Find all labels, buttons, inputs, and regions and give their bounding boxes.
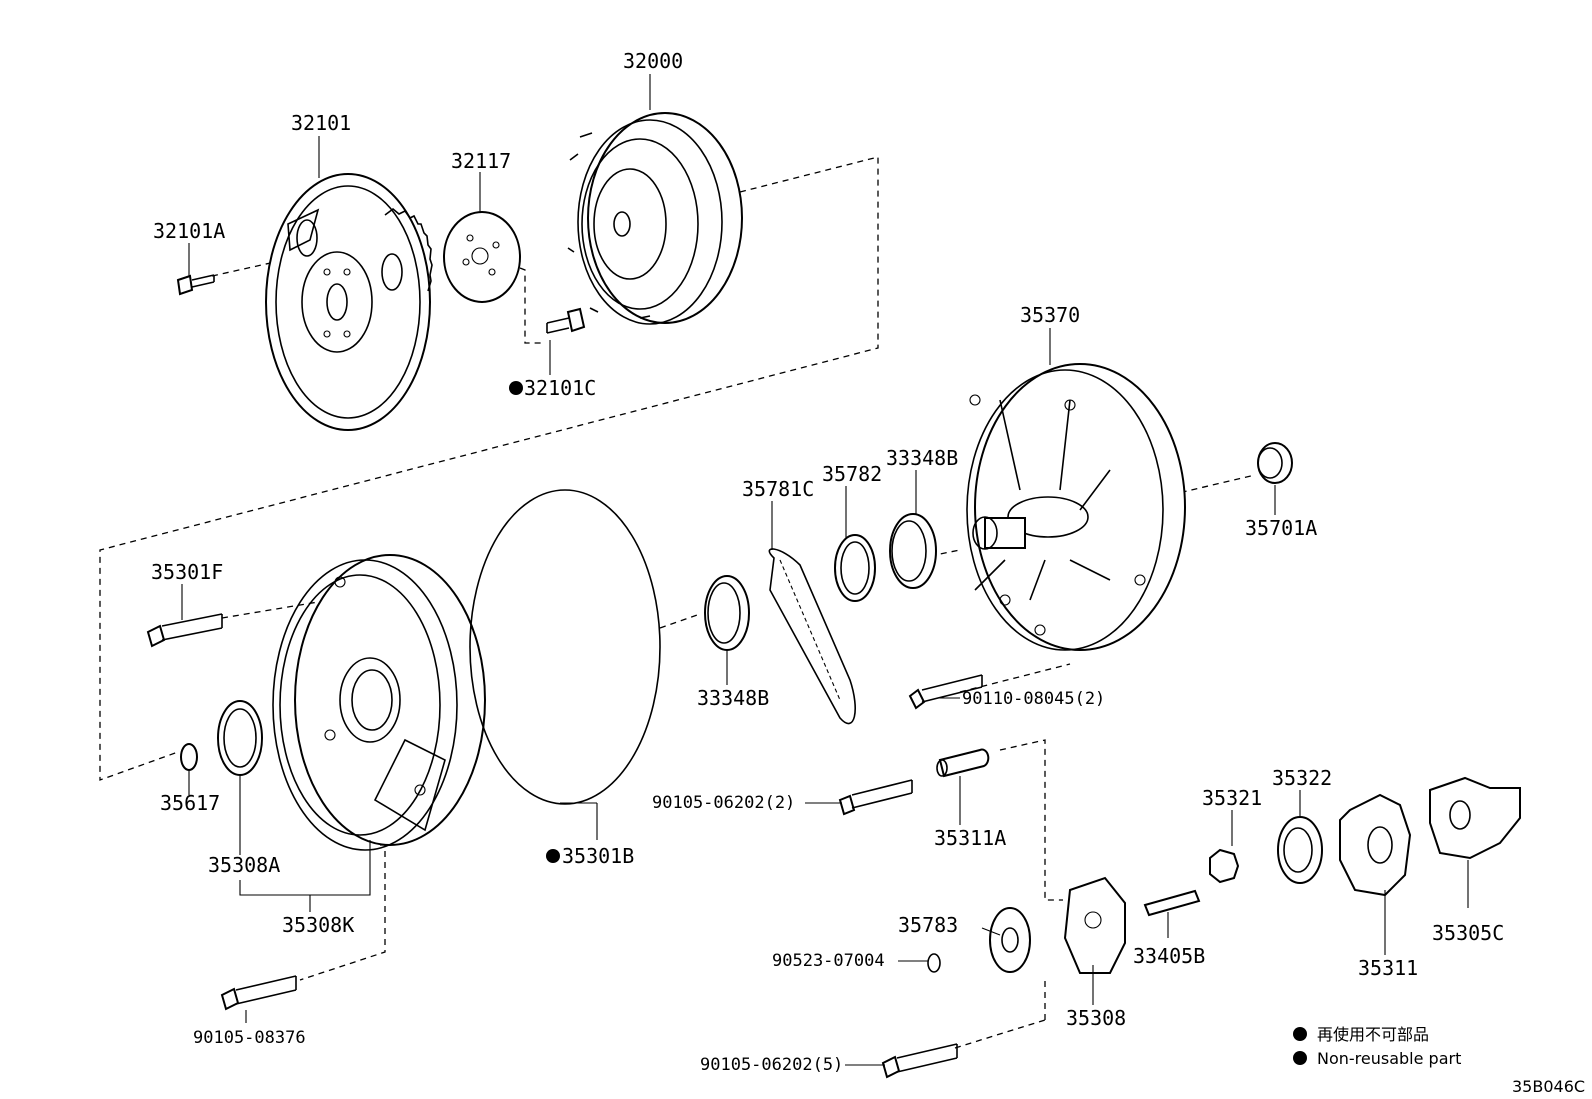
non-reusable-marker <box>509 381 523 395</box>
non-reusable-marker <box>546 849 560 863</box>
pump-housing-35308K <box>272 554 486 851</box>
gear-35322 <box>1277 816 1323 884</box>
label-32101C: 32101C <box>524 376 596 400</box>
label-33348B-top: 33348B <box>886 446 958 470</box>
pin-35311A <box>936 748 990 778</box>
label-35322: 35322 <box>1272 766 1332 790</box>
label-35782: 35782 <box>822 462 882 486</box>
bolt-90105-08376 <box>220 975 297 1011</box>
label-35308A: 35308A <box>208 853 280 877</box>
label-35305C: 35305C <box>1432 921 1504 945</box>
label-32101: 32101 <box>291 111 351 135</box>
label-35701A: 35701A <box>1245 516 1317 540</box>
oring-35617 <box>180 743 198 771</box>
label-35311: 35311 <box>1358 956 1418 980</box>
ring-33348B-top <box>889 513 937 589</box>
label-33348B-bottom: 33348B <box>697 686 769 710</box>
legend-bullet-icon <box>1293 1051 1307 1065</box>
label-90105-06202-5: 90105-06202(5) <box>700 1055 843 1075</box>
torque-converter-part <box>567 112 743 325</box>
label-35783: 35783 <box>898 913 958 937</box>
bolt-90105-06202-5 <box>881 1043 958 1079</box>
label-32101A: 32101A <box>153 219 225 243</box>
label-35321: 35321 <box>1202 786 1262 810</box>
label-35370: 35370 <box>1020 303 1080 327</box>
part-labels: 32000 32101 32117 32101A 32101C 35370 35… <box>151 49 1504 1075</box>
label-35311A: 35311A <box>934 826 1006 850</box>
sprocket-35782 <box>834 534 876 602</box>
label-35301B: 35301B <box>562 844 634 868</box>
plate-32117 <box>443 211 521 303</box>
legend-english: Non-reusable part <box>1317 1049 1461 1068</box>
label-32000: 32000 <box>623 49 683 73</box>
seal-35308A <box>217 700 263 776</box>
label-35308: 35308 <box>1066 1006 1126 1030</box>
rotor-35321 <box>1209 848 1240 884</box>
label-90105-08376: 90105-08376 <box>193 1028 306 1048</box>
diagram-code: 35B046C <box>1512 1077 1585 1096</box>
bolt-32101A <box>176 274 215 296</box>
label-32117: 32117 <box>451 149 511 173</box>
bolt-90110-08045 <box>908 674 983 710</box>
bolt-90105-06202-2 <box>838 779 913 816</box>
legend-bullet-icon <box>1293 1027 1307 1041</box>
chain-35781C <box>768 548 856 725</box>
valve-body-35305C <box>1429 776 1521 860</box>
oring-35301B <box>469 489 661 805</box>
pump-cover-35311 <box>1339 793 1412 897</box>
pump-body-35308 <box>1063 876 1126 974</box>
sprocket-35783 <box>989 907 1031 973</box>
snap-ring-90523 <box>927 953 941 973</box>
label-35301F: 35301F <box>151 560 223 584</box>
bolt-35301F <box>146 613 223 648</box>
label-33405B: 33405B <box>1133 944 1205 968</box>
bushing-35701A <box>1257 442 1293 484</box>
shaft-33405B <box>1143 889 1201 917</box>
ring-33348B-bottom <box>704 575 750 651</box>
legend: 再使用不可部品 Non-reusable part <box>1293 1025 1461 1068</box>
bolt-32101C <box>546 307 586 334</box>
oil-pump-cover-part <box>966 363 1186 651</box>
label-90110-08045: 90110-08045(2) <box>962 689 1105 709</box>
label-90523-07004: 90523-07004 <box>772 951 885 971</box>
legend-japanese: 再使用不可部品 <box>1317 1025 1429 1044</box>
label-35308K: 35308K <box>282 913 354 937</box>
label-35617: 35617 <box>160 791 220 815</box>
label-90105-06202-2: 90105-06202(2) <box>652 793 795 813</box>
leader-lines <box>181 74 1469 1066</box>
drive-plate-part <box>265 173 433 431</box>
label-35781C: 35781C <box>742 477 814 501</box>
